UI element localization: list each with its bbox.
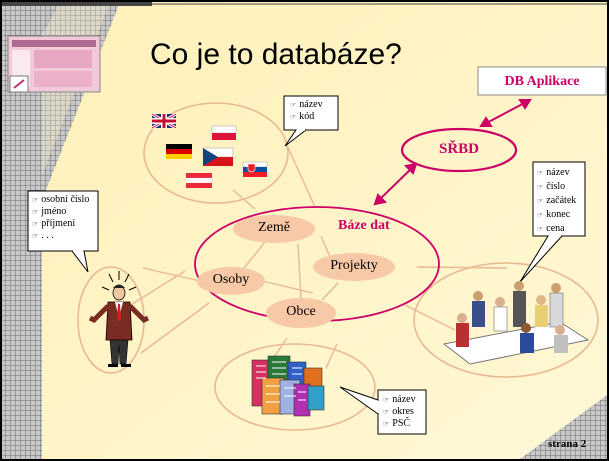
pointing-hand-icon: ☞ [32,196,39,204]
osoby-node [197,267,265,295]
pointing-hand-icon: ☞ [537,225,544,233]
callout-projekty-box [519,161,586,283]
callout-projekty-list: ☞název ☞číslo ☞začátek ☞konec ☞cena [537,166,576,236]
team-circle [413,262,599,378]
city-circle [214,343,376,431]
list-item: ☞osobní číslo [32,194,90,205]
srbd-ellipse [400,127,518,173]
db-app-label: DB Aplikace [504,74,580,89]
person-icon [88,271,150,367]
callout-osoby-list: ☞osobní číslo ☞jméno ☞příjmení ☞. . . [32,194,89,242]
projekty-label: Projekty [330,258,378,273]
zeme-label: Země [258,220,290,235]
base-label: Báze dat [338,218,390,233]
callout-osoby-box [27,190,99,273]
list-item: ☞jméno [32,206,67,217]
pointing-hand-icon: ☞ [537,183,544,191]
uk-flag-icon [151,112,177,130]
list-item: ☞konec [537,209,571,220]
list-item: ☞příjmení [32,218,76,229]
db-app-box [477,66,607,96]
pointing-hand-icon: ☞ [537,169,544,177]
pointing-hand-icon: ☞ [383,408,390,416]
pointing-hand-icon: ☞ [290,113,297,121]
projekty-node [313,253,395,281]
list-item: ☞začátek [537,195,577,206]
team-meeting-icon [442,281,590,365]
list-item: ☞číslo [537,181,566,192]
pointing-hand-icon: ☞ [383,396,390,404]
pointing-hand-icon: ☞ [290,101,297,109]
slovakia-flag-icon [242,161,268,177]
germany-flag-icon [166,144,192,159]
city-buildings-icon [251,355,325,417]
page-number: strana 2 [548,438,587,450]
pointing-hand-icon: ☞ [32,208,39,216]
callout-zeme-box [283,95,339,147]
list-item: ☞kód [290,111,315,122]
callout-zeme-list: ☞název ☞kód [290,99,323,123]
page-title: Co je to databáze? [150,38,402,71]
arrow-srbd-base [373,162,418,206]
list-item: ☞název [290,99,323,110]
poland-flag-icon [211,125,237,140]
pointing-hand-icon: ☞ [537,211,544,219]
grid-decoration-bottom-right [520,395,607,459]
pointing-hand-icon: ☞ [383,420,390,428]
flags-circle [143,102,289,204]
connector-lines [109,142,508,369]
list-item: ☞PSČ [383,418,411,429]
obce-label: Obce [286,304,316,319]
pointing-hand-icon: ☞ [537,197,544,205]
osoby-label: Osoby [212,272,250,287]
zeme-node [233,215,315,243]
austria-flag-icon [185,173,213,188]
srbd-label: SŘBD [438,141,479,157]
database-window-icon [7,35,101,93]
list-item: ☞název [383,394,416,405]
obce-node [266,298,336,328]
list-item: ☞název [537,167,570,178]
list-item: ☞. . . [32,230,54,241]
list-item: ☞cena [537,223,565,234]
pointing-hand-icon: ☞ [32,220,39,228]
czech-flag-icon [202,147,234,166]
list-item: ☞okres [383,406,414,417]
pointing-hand-icon: ☞ [32,232,39,240]
callout-obce-list: ☞název ☞okres ☞PSČ [383,394,416,430]
callout-obce-box [339,386,427,435]
arrow-app-srbd [479,99,532,127]
